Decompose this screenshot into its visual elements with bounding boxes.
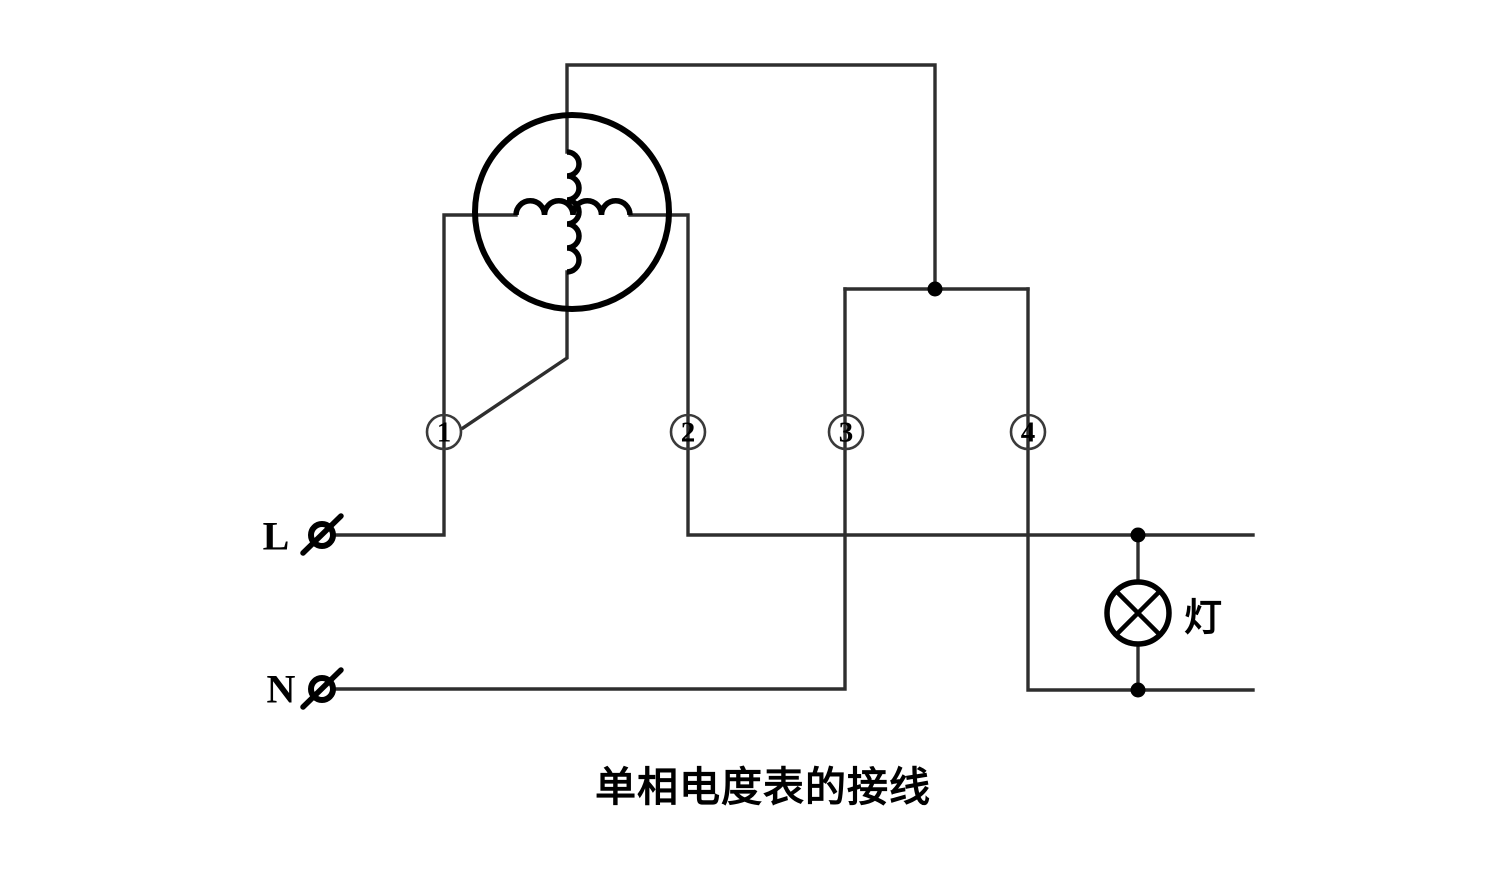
wire-terminal2-to-load-live — [628, 213, 1255, 537]
wire-meter-top-loop — [565, 63, 937, 284]
live-fuse-icon — [308, 521, 336, 549]
wire-terminal3-to-neutral — [335, 287, 847, 691]
live-label: L — [262, 513, 290, 559]
terminal1-label: 1 — [436, 416, 452, 449]
terminal2-ring — [669, 413, 707, 451]
terminal3-ring — [827, 413, 865, 451]
junction-dot-lamp-top — [1130, 527, 1146, 543]
wire-terminal4-to-load-neutral — [1026, 287, 1255, 692]
current-coil-icon — [513, 198, 633, 216]
terminal1-ring — [425, 413, 463, 451]
terminal4-ring — [1009, 413, 1047, 451]
meter-circle — [472, 112, 672, 312]
terminal4-label: 4 — [1020, 416, 1036, 449]
terminal3-label: 3 — [838, 416, 854, 449]
lamp-cross-icon — [1113, 588, 1163, 638]
voltage-coil-icon — [566, 149, 582, 275]
neutral-fuse-slash-icon — [300, 667, 344, 710]
wire-live-to-terminal1 — [335, 213, 518, 537]
neutral-fuse-icon — [308, 675, 336, 703]
wire-voltage-coil-tap — [460, 270, 569, 431]
live-fuse-slash-icon — [300, 513, 344, 556]
lamp-label: 灯 — [1183, 595, 1223, 640]
neutral-label: N — [266, 666, 296, 712]
lamp-icon — [1104, 579, 1172, 647]
junction-dot-lamp-bottom — [1130, 682, 1146, 698]
terminal2-label: 2 — [680, 416, 696, 449]
diagram-title: 单相电度表的接线 — [595, 763, 931, 811]
junction-dot-top — [927, 281, 943, 297]
